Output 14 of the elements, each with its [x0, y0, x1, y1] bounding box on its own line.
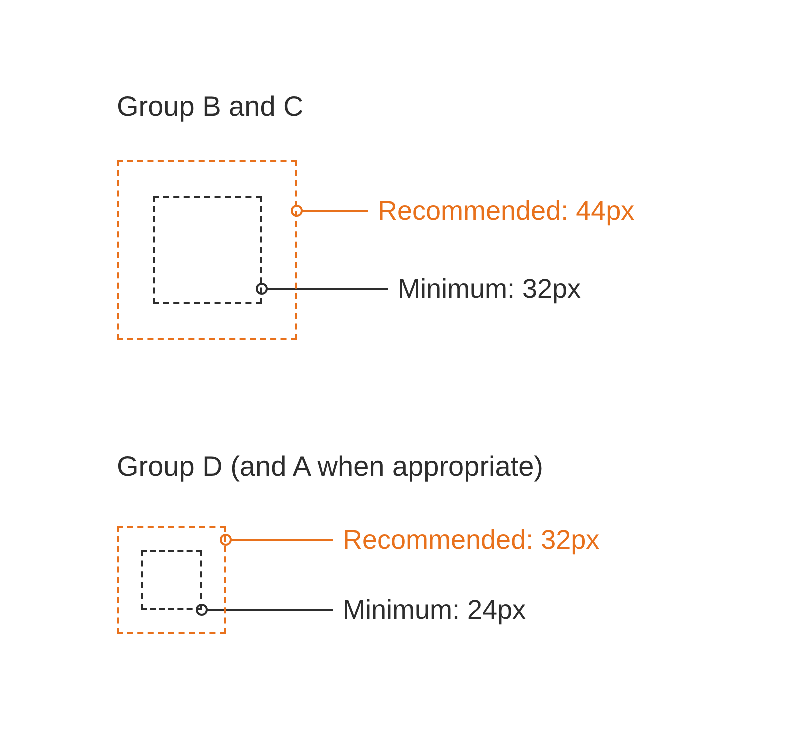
- callout-label: Minimum: 24px: [343, 593, 526, 627]
- group-heading: Group B and C: [117, 90, 304, 124]
- leader-line: [220, 534, 333, 546]
- leader-line: [196, 604, 333, 616]
- dashed-target-box: [153, 196, 262, 304]
- dashed-target-box: [117, 526, 226, 634]
- dashed-target-box: [117, 160, 297, 340]
- dashed-target-box: [141, 550, 202, 610]
- callout-label: Recommended: 32px: [343, 523, 600, 557]
- leader-line: [256, 283, 388, 295]
- callout-label: Recommended: 44px: [378, 194, 635, 228]
- group-heading: Group D (and A when appropriate): [117, 450, 544, 484]
- leader-line: [291, 205, 368, 217]
- callout-label: Minimum: 32px: [398, 272, 582, 306]
